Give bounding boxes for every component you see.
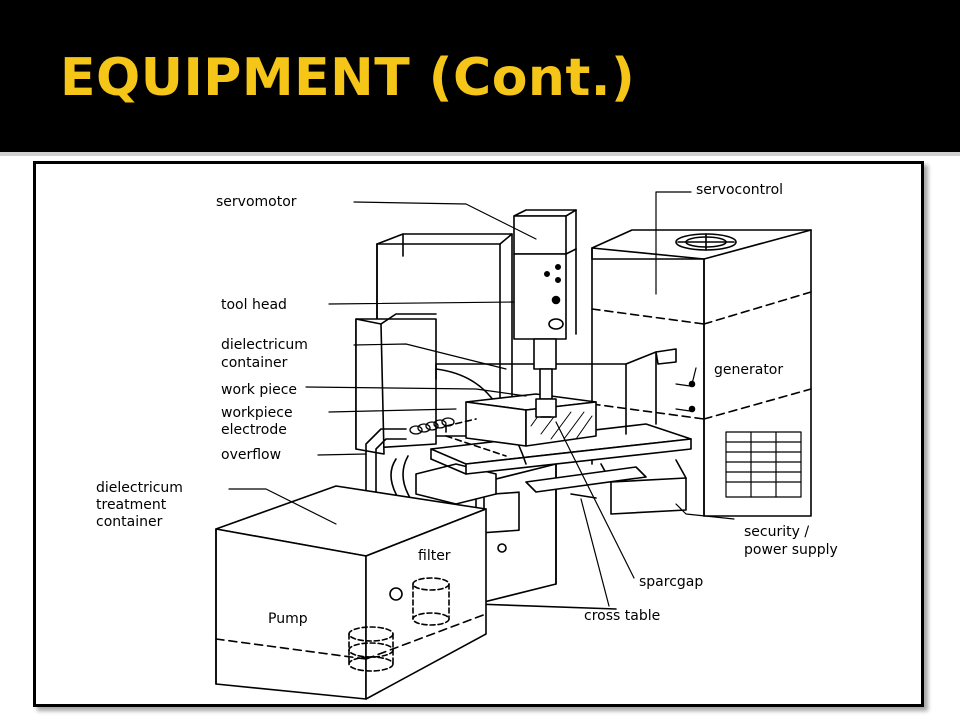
machine-base — [415, 459, 687, 610]
dielectric-tank — [355, 313, 677, 465]
diagram-labels: servomotor servocontrol tool head dielec… — [96, 182, 838, 627]
diagram-drawing: servomotor servocontrol tool head dielec… — [96, 182, 838, 700]
label-workpiece-electrode-line2: electrode — [221, 422, 287, 438]
label-sparcgap: sparcgap — [639, 574, 703, 590]
label-treatment-line1: dielectricum — [96, 480, 183, 496]
label-treatment-line2: treatment — [96, 497, 167, 513]
label-work-piece: work piece — [221, 382, 297, 398]
label-pump: Pump — [268, 611, 308, 627]
label-security-line1: security / — [744, 524, 809, 540]
label-treatment-line3: container — [96, 514, 163, 530]
label-servocontrol: servocontrol — [696, 182, 783, 198]
label-overflow: overflow — [221, 447, 281, 463]
label-generator: generator — [714, 362, 783, 378]
slide-title: EQUIPMENT (Cont.) — [60, 48, 636, 108]
generator-cabinet — [591, 229, 812, 517]
label-servomotor: servomotor — [216, 194, 297, 210]
label-workpiece-electrode-line1: workpiece — [221, 405, 293, 421]
label-dielectricum-container-line1: dielectricum — [221, 337, 308, 353]
label-cross-table: cross table — [584, 608, 660, 624]
label-dielectricum-container-line2: container — [221, 355, 288, 371]
title-divider — [0, 152, 960, 156]
tool-head-assembly — [513, 209, 577, 418]
label-tool-head: tool head — [221, 297, 287, 313]
title-bar: EQUIPMENT (Cont.) — [0, 0, 960, 152]
treatment-container — [215, 485, 487, 700]
label-security-line2: power supply — [744, 542, 838, 558]
label-filter: filter — [418, 548, 451, 564]
leader-lines — [228, 191, 735, 607]
edm-machine-diagram: servomotor servocontrol tool head dielec… — [33, 161, 924, 707]
